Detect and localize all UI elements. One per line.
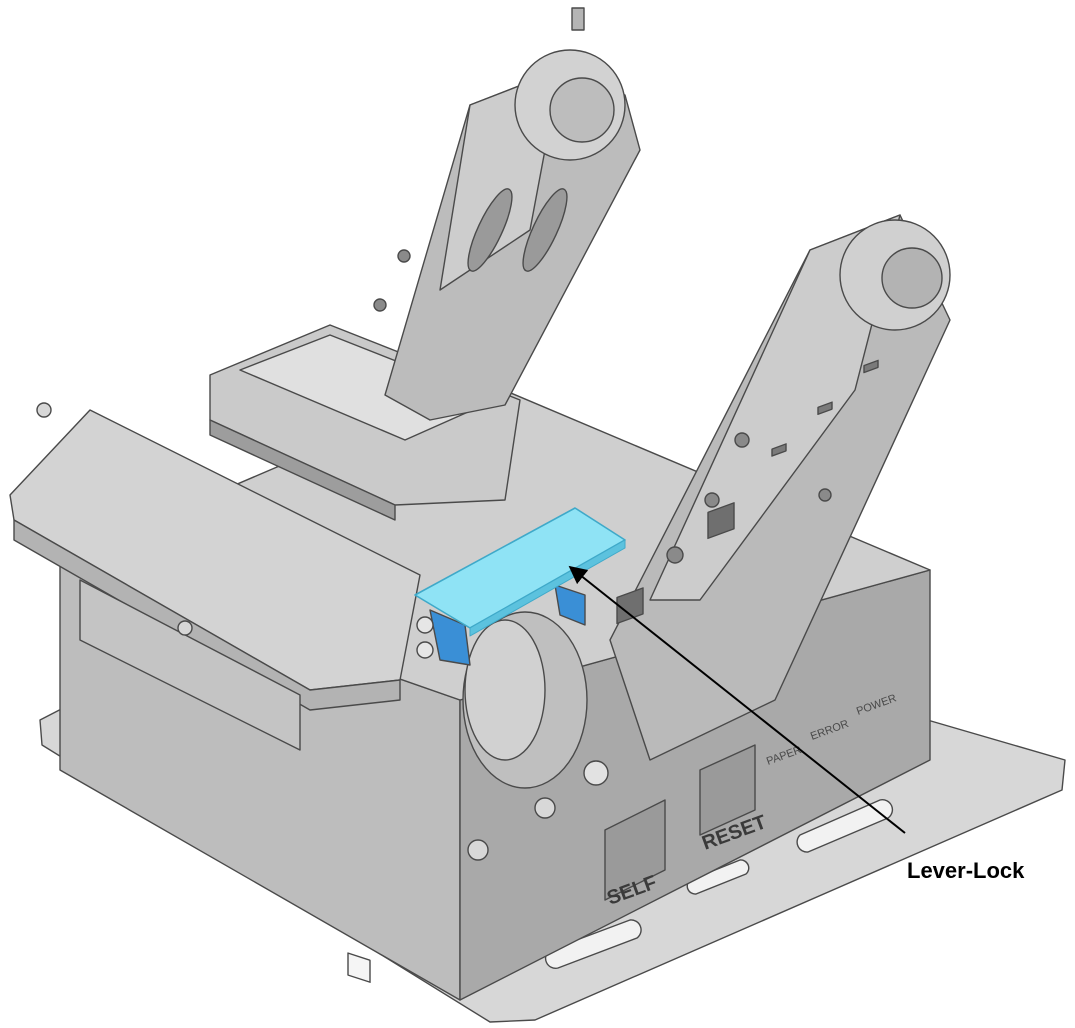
reset-button-recess <box>699 744 756 836</box>
arm-right-hole <box>704 492 720 508</box>
screw <box>467 839 489 861</box>
paper-chute-face <box>79 579 301 751</box>
screw <box>416 641 434 659</box>
arm-left-slot <box>467 188 513 272</box>
housing-window <box>347 952 371 983</box>
base-slot <box>686 859 750 895</box>
callout-arrow <box>568 565 906 834</box>
arm-left-slot <box>522 188 568 272</box>
reset-button[interactable] <box>707 502 735 540</box>
self-button-recess <box>604 799 666 901</box>
lever-lock-bracket-left <box>429 609 471 666</box>
paper-chute-lip <box>13 519 401 711</box>
callout-label-lever-lock: Lever-Lock <box>907 858 1025 883</box>
arm-left-hub-inner <box>549 77 615 143</box>
print-head-front <box>209 419 396 521</box>
arm-left-hole <box>373 298 387 312</box>
led-paper <box>771 443 787 457</box>
screw <box>177 620 193 636</box>
led-error <box>817 401 833 416</box>
screw <box>534 797 556 819</box>
arm-right-hole <box>666 546 684 564</box>
base-slot <box>544 919 642 969</box>
screw <box>416 616 434 634</box>
screw <box>583 760 609 786</box>
motor-housing-cap <box>464 619 546 761</box>
arm-left-hole <box>397 249 411 263</box>
arm-right-hole <box>734 432 750 448</box>
arm-right-hole <box>818 488 832 502</box>
arm-left-pin <box>571 7 585 31</box>
led-power <box>863 359 879 374</box>
base-slot <box>796 799 894 853</box>
self-button[interactable] <box>616 587 644 625</box>
lever-lock-bracket-right <box>554 584 586 626</box>
arm-right-hub-inner <box>881 247 943 309</box>
screw <box>36 402 52 418</box>
